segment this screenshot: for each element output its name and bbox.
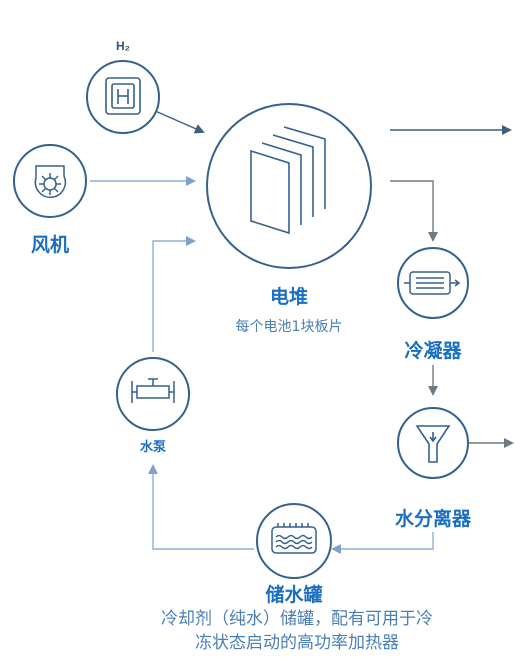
tank-label: 储水罐 [265, 584, 323, 606]
water-tank-icon [271, 523, 317, 554]
hydrogen-tank-icon [105, 77, 141, 115]
fuel-cell-plates-icon [250, 126, 326, 235]
stack-label: 电堆 [269, 286, 308, 308]
fan-label: 风机 [30, 234, 69, 256]
pipe-pump-icon [131, 378, 175, 403]
stack-sublabel: 每个电池1块板片 [235, 319, 343, 335]
tank-node [256, 503, 332, 579]
condenser-node [397, 247, 469, 319]
pump-label: 水泵 [139, 440, 166, 455]
footer-description-line1: 冷却剂（纯水）储罐，配有可用于冷 [161, 609, 433, 629]
flow-lines [90, 109, 514, 554]
hydrogen-to-stack-arrow [152, 109, 205, 134]
condenser-label: 冷凝器 [404, 340, 462, 362]
tank-to-pump-arrow [148, 464, 254, 550]
stack-node [206, 103, 372, 269]
separator-node [397, 407, 469, 479]
funnel-filter-icon [415, 425, 451, 463]
separator-to-tank-arrow [331, 532, 434, 554]
pump-to-stack-arrow [152, 236, 196, 352]
blower-fan-icon [34, 165, 67, 198]
hydrogen-label: H₂ [116, 39, 130, 53]
footer-description-line2: 冻状态启动的高功率加热器 [195, 633, 399, 653]
stack-to-condenser-arrow [390, 180, 438, 242]
fan-node [13, 144, 87, 218]
separator-label: 水分离器 [394, 508, 471, 530]
hydrogen-node: H₂ [86, 39, 160, 134]
pump-node [116, 357, 190, 431]
heat-exchanger-icon [404, 271, 461, 295]
